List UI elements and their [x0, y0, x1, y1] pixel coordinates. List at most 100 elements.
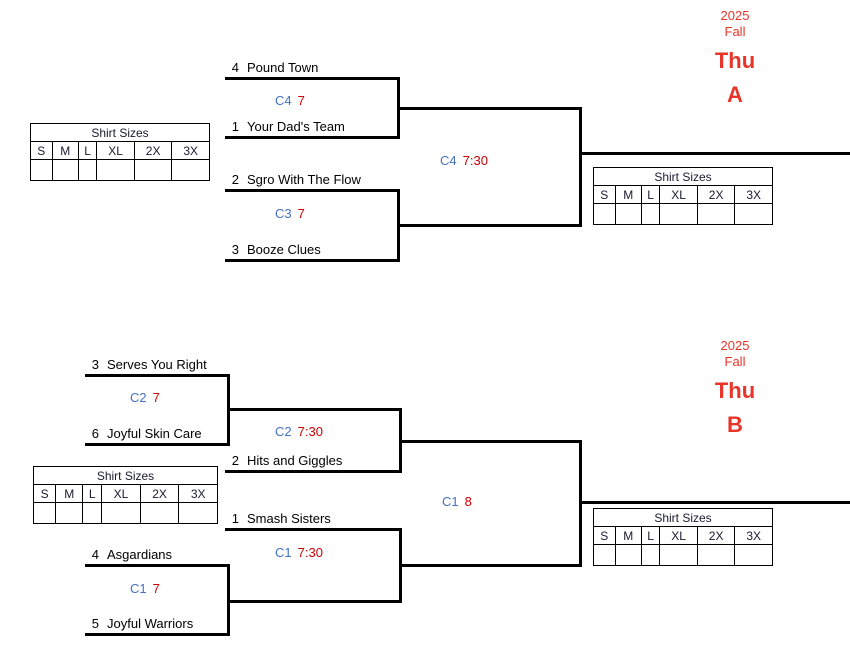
- time-label: 7: [152, 390, 160, 405]
- table-row: S M L XL 2X 3X: [593, 185, 773, 204]
- bracket-line: [225, 189, 400, 192]
- size-count-2x[interactable]: [133, 159, 173, 181]
- bracket-line: [227, 408, 402, 411]
- size-header-m: M: [55, 484, 84, 503]
- size-count-xl[interactable]: [96, 159, 135, 181]
- time-label: 7:30: [297, 424, 323, 439]
- bracket-line: [399, 440, 582, 443]
- table-row: Shirt Sizes: [593, 167, 773, 186]
- seed-number: 4: [231, 60, 239, 75]
- match-info: C1 7: [130, 581, 160, 596]
- size-header-xl: XL: [659, 526, 698, 545]
- size-count-m[interactable]: [55, 502, 84, 524]
- size-count-m[interactable]: [614, 544, 642, 566]
- table-row: Shirt Sizes: [593, 508, 773, 527]
- court-label: C4: [440, 153, 457, 168]
- size-count-2x[interactable]: [696, 544, 736, 566]
- season-label: Fall: [724, 24, 746, 39]
- size-count-l[interactable]: [640, 544, 661, 566]
- bracket-line: [85, 633, 230, 636]
- size-count-3x[interactable]: [178, 502, 218, 524]
- match-info: C1 7:30: [275, 545, 323, 560]
- size-count-xl[interactable]: [659, 544, 698, 566]
- match-info: C2 7: [130, 390, 160, 405]
- seed-number: 1: [231, 119, 239, 134]
- table-row: [30, 159, 210, 181]
- day-label: Thu: [714, 378, 756, 403]
- size-count-3x[interactable]: [734, 203, 773, 225]
- table-row: [593, 203, 773, 225]
- size-count-l[interactable]: [77, 159, 98, 181]
- team-name[interactable]: Booze Clues: [247, 242, 321, 257]
- size-header-3x: 3X: [734, 185, 773, 204]
- size-header-xl: XL: [659, 185, 698, 204]
- court-label: C1: [130, 581, 147, 596]
- division-label: B: [727, 412, 743, 437]
- seed-number: 6: [91, 426, 99, 441]
- size-header-2x: 2X: [133, 141, 173, 160]
- team-name[interactable]: Joyful Skin Care: [107, 426, 202, 441]
- size-header-s: S: [593, 526, 616, 545]
- size-count-2x[interactable]: [696, 203, 736, 225]
- size-header-3x: 3X: [178, 484, 218, 503]
- size-count-s[interactable]: [593, 544, 616, 566]
- court-label: C2: [130, 390, 147, 405]
- team-name[interactable]: Sgro With The Flow: [247, 172, 361, 187]
- time-label: 7: [152, 581, 160, 596]
- bracket-line: [397, 107, 582, 110]
- season-label: Fall: [724, 354, 746, 369]
- size-header-m: M: [614, 526, 642, 545]
- bracket-line: [225, 136, 400, 139]
- seed-number: 3: [231, 242, 239, 257]
- champion-line: [579, 501, 850, 504]
- size-header-m: M: [614, 185, 642, 204]
- team-name[interactable]: Hits and Giggles: [247, 453, 343, 468]
- size-header-l: L: [82, 484, 103, 503]
- shirt-table-title: Shirt Sizes: [593, 508, 773, 527]
- size-count-3x[interactable]: [171, 159, 210, 181]
- time-label: 7: [297, 93, 305, 108]
- size-header-2x: 2X: [696, 526, 736, 545]
- shirt-sizes-table: Shirt Sizes S M L XL 2X 3X: [30, 123, 210, 181]
- table-row: Shirt Sizes: [33, 466, 218, 485]
- size-count-l[interactable]: [82, 502, 103, 524]
- size-count-s[interactable]: [593, 203, 616, 225]
- team-name[interactable]: Serves You Right: [107, 357, 207, 372]
- seed-number: 5: [91, 616, 99, 631]
- size-count-s[interactable]: [30, 159, 53, 181]
- bracket-line: [399, 564, 582, 567]
- shirt-sizes-table: Shirt Sizes S M L XL 2X 3X: [593, 508, 773, 566]
- champion-line: [579, 152, 850, 155]
- team-name[interactable]: Pound Town: [247, 60, 319, 75]
- bracket-line: [225, 528, 402, 531]
- season-header: 2025 Fall Thu A: [690, 8, 780, 110]
- size-count-xl[interactable]: [101, 502, 141, 524]
- team-name[interactable]: Smash Sisters: [247, 511, 331, 526]
- bracket-line: [85, 564, 230, 567]
- year-label: 2025: [720, 338, 750, 353]
- team-name[interactable]: Joyful Warriors: [107, 616, 194, 631]
- size-header-s: S: [30, 141, 53, 160]
- size-count-xl[interactable]: [659, 203, 698, 225]
- team-name[interactable]: Asgardians: [107, 547, 173, 562]
- size-count-3x[interactable]: [734, 544, 773, 566]
- size-count-m[interactable]: [614, 203, 642, 225]
- bracket-line: [85, 443, 230, 446]
- size-count-s[interactable]: [32, 502, 57, 524]
- bracket-line: [227, 600, 402, 603]
- seed-number: 4: [91, 547, 99, 562]
- size-count-m[interactable]: [51, 159, 79, 181]
- time-label: 7:30: [297, 545, 323, 560]
- bracket-line: [397, 224, 582, 227]
- team-name[interactable]: Your Dad's Team: [247, 119, 345, 134]
- size-count-l[interactable]: [640, 203, 661, 225]
- court-label: C1: [442, 494, 459, 509]
- size-count-2x[interactable]: [139, 502, 180, 524]
- court-label: C1: [275, 545, 292, 560]
- shirt-sizes-table: Shirt Sizes S M L XL 2X 3X: [593, 167, 773, 225]
